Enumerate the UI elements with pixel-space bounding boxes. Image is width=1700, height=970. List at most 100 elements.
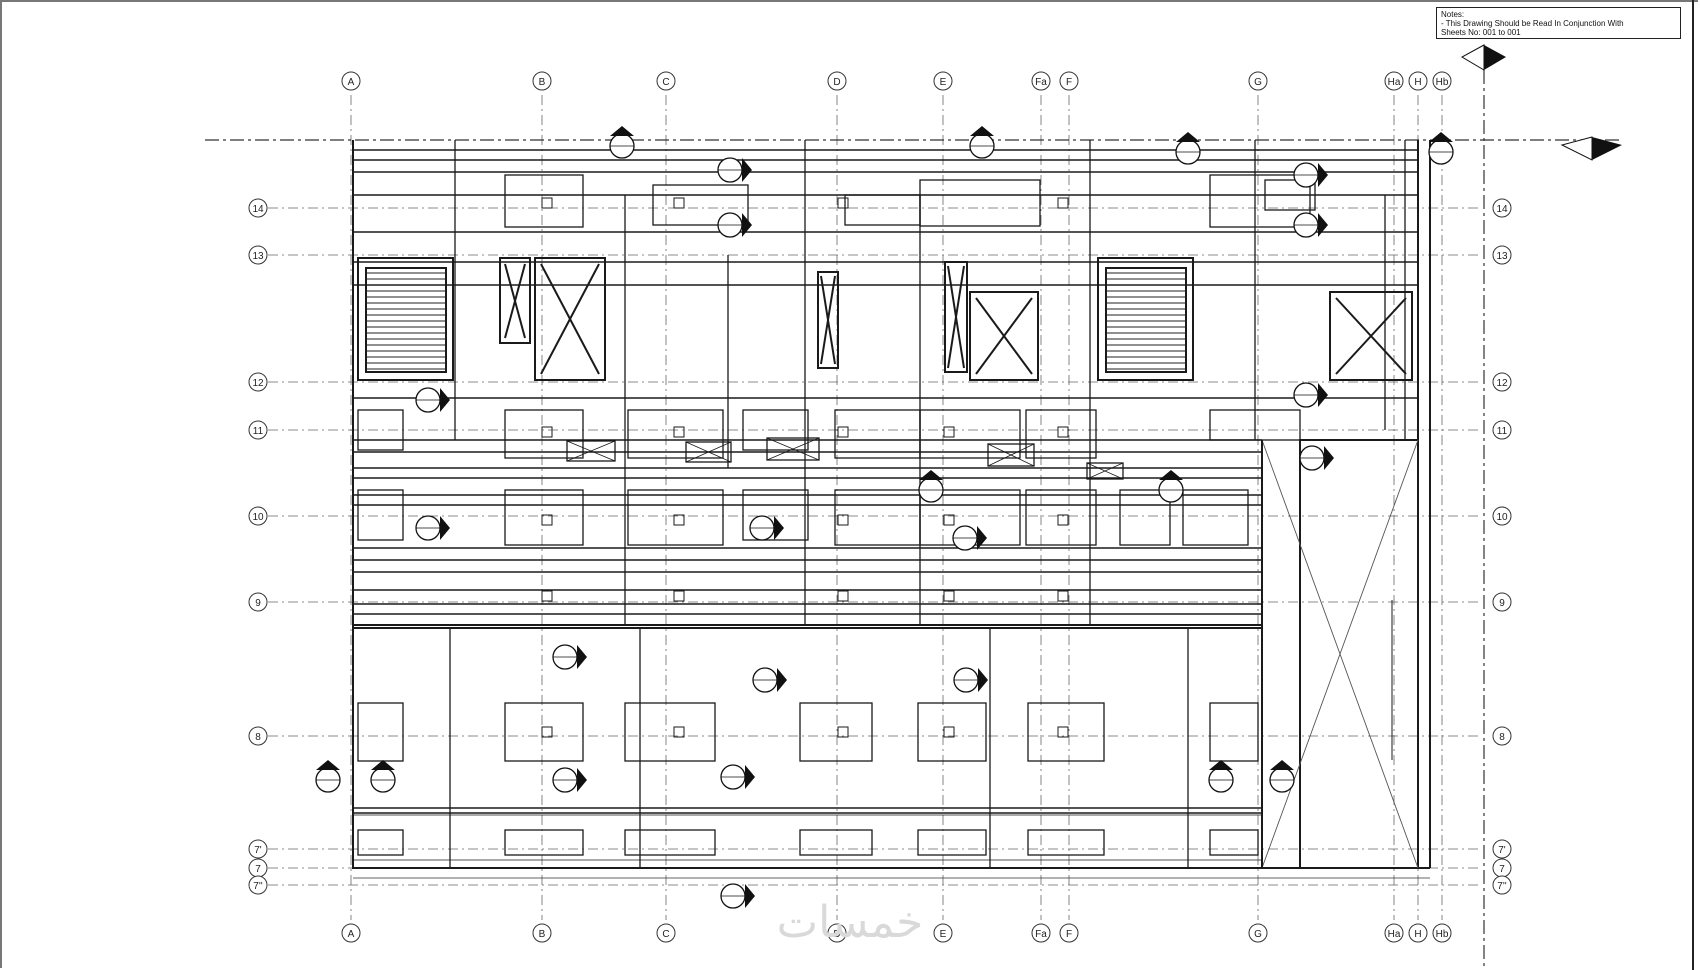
stair-core-left xyxy=(357,257,454,381)
svg-text:F: F xyxy=(1066,929,1072,940)
grid-bubble-right: 12 xyxy=(1492,372,1512,392)
svg-text:14: 14 xyxy=(1496,204,1508,215)
grid-bubble-bottom: E xyxy=(933,923,953,943)
grid-bubble-right: 7'' xyxy=(1492,875,1512,895)
section-marker-icon xyxy=(952,525,987,551)
section-marker-icon xyxy=(720,883,755,909)
stair-treads-left xyxy=(365,267,447,373)
svg-text:D: D xyxy=(833,77,840,88)
svg-text:D: D xyxy=(833,929,840,940)
notes-line-2: Sheets No: 001 to 001 xyxy=(1441,28,1521,37)
lift-core-1 xyxy=(534,257,606,381)
svg-text:7': 7' xyxy=(1498,845,1506,856)
section-marker-icon xyxy=(752,667,787,693)
section-marker-icon xyxy=(953,667,988,693)
svg-text:11: 11 xyxy=(253,426,264,437)
svg-text:7'': 7'' xyxy=(1497,881,1506,892)
building-outline xyxy=(352,140,1431,869)
grid-bubble-left: 10 xyxy=(248,506,268,526)
cores xyxy=(357,257,1413,381)
sheet-right-edge xyxy=(1692,0,1694,970)
stair-treads-right xyxy=(1105,267,1187,373)
svg-text:A: A xyxy=(348,929,355,940)
section-marker-icon xyxy=(918,470,944,503)
section-marker-icon xyxy=(1299,445,1334,471)
svg-text:B: B xyxy=(539,77,546,88)
grid-bubble-left: 8 xyxy=(248,726,268,746)
svg-text:9: 9 xyxy=(255,598,261,609)
grid-bubble-bottom: F xyxy=(1059,923,1079,943)
lift-core-2 xyxy=(499,257,531,344)
section-marker-icon xyxy=(1269,760,1295,793)
section-marker-icon xyxy=(415,387,450,413)
section-markers xyxy=(315,126,1454,909)
notes-line-1: - This Drawing Should be Read In Conjunc… xyxy=(1441,19,1624,28)
section-marker-icon xyxy=(415,515,450,541)
grid-bubble-bottom: D xyxy=(827,923,847,943)
svg-text:10: 10 xyxy=(252,512,264,523)
section-marker-icon xyxy=(370,760,396,793)
svg-text:Fa: Fa xyxy=(1035,929,1047,940)
lift-core-4 xyxy=(1329,291,1413,381)
grid-bubble-top: A xyxy=(341,71,361,91)
svg-text:B: B xyxy=(539,929,546,940)
grid-bubble-top: C xyxy=(656,71,676,91)
svg-text:E: E xyxy=(940,77,947,88)
svg-text:12: 12 xyxy=(252,378,264,389)
grid-bubble-left: 7' xyxy=(248,839,268,859)
internal-walls xyxy=(449,140,1406,868)
grid-bubble-bottom: Fa xyxy=(1031,923,1051,943)
svg-text:Hb: Hb xyxy=(1436,77,1449,88)
svg-text:H: H xyxy=(1414,929,1421,940)
grid-bubble-top: G xyxy=(1248,71,1268,91)
svg-text:13: 13 xyxy=(1496,251,1508,262)
grid-bubble-right: 9 xyxy=(1492,592,1512,612)
grid-bubble-right: 7' xyxy=(1492,839,1512,859)
grid-bubble-right: 14 xyxy=(1492,198,1512,218)
svg-text:7: 7 xyxy=(255,864,261,875)
section-marker-icon xyxy=(315,760,341,793)
section-marker-icon xyxy=(1293,382,1328,408)
grid-bubble-bottom: Hb xyxy=(1432,923,1452,943)
grid-bubble-left: 9 xyxy=(248,592,268,612)
notes-box: Notes: - This Drawing Should be Read In … xyxy=(1436,7,1681,39)
svg-text:Fa: Fa xyxy=(1035,77,1047,88)
section-marker-icon xyxy=(717,212,752,238)
section-marker-icon xyxy=(720,764,755,790)
grid-bubble-left: 13 xyxy=(248,245,268,265)
svg-text:11: 11 xyxy=(1497,426,1508,437)
grid-bubble-bottom: C xyxy=(656,923,676,943)
grid-bubble-bottom: Ha xyxy=(1384,923,1404,943)
grid-bubble-left: 11 xyxy=(248,420,268,440)
svg-text:8: 8 xyxy=(1499,732,1505,743)
section-marker-icon xyxy=(552,644,587,670)
svg-text:C: C xyxy=(662,77,669,88)
section-marker-icon xyxy=(1158,470,1184,503)
shaft-1 xyxy=(817,271,839,369)
svg-text:8: 8 xyxy=(255,732,261,743)
section-marker-icon xyxy=(969,126,995,159)
svg-text:10: 10 xyxy=(1496,512,1508,523)
grid-bubble-left: 7 xyxy=(248,858,268,878)
grid-bubble-top: Hb xyxy=(1432,71,1452,91)
svg-text:14: 14 xyxy=(252,204,264,215)
notes-title: Notes: xyxy=(1441,10,1465,19)
svg-text:Hb: Hb xyxy=(1436,929,1449,940)
svg-text:E: E xyxy=(940,929,947,940)
ramp-area xyxy=(1261,439,1419,869)
grid-bubble-top: Fa xyxy=(1031,71,1051,91)
grid-bubble-top: B xyxy=(532,71,552,91)
svg-text:A: A xyxy=(348,77,355,88)
section-marker-icon xyxy=(1175,132,1201,165)
section-marker-icon xyxy=(1208,760,1234,793)
view-arrow-icon xyxy=(1460,44,1622,161)
svg-text:7': 7' xyxy=(254,845,262,856)
grid-bubble-bottom: A xyxy=(341,923,361,943)
svg-text:G: G xyxy=(1254,77,1262,88)
grid-bubble-right: 8 xyxy=(1492,726,1512,746)
svg-text:12: 12 xyxy=(1496,378,1508,389)
svg-text:F: F xyxy=(1066,77,1072,88)
